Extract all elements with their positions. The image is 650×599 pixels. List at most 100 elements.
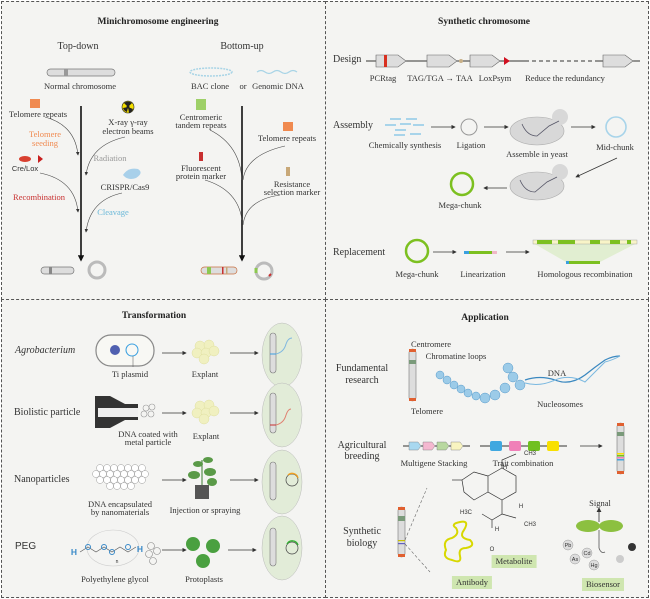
bottom-up-label: Bottom-up <box>220 41 264 52</box>
homologous-label: Homologous recombination <box>537 269 633 279</box>
stress-icons <box>616 543 636 563</box>
nanoparticles-label: Nanoparticles <box>14 474 70 485</box>
linearization-label: Linearization <box>460 269 506 279</box>
reduce-redundancy-label: Reduce the redundancy <box>525 73 605 83</box>
codon-swap-dot <box>459 59 463 63</box>
signal-label: Signal <box>589 498 611 508</box>
mega-chunk-icon <box>449 171 475 197</box>
homologous-recombination-icon <box>532 239 638 264</box>
protoplasts-label: Protoplasts <box>185 574 223 584</box>
gene-gun-icon <box>95 396 138 428</box>
radiation-label: Radiation <box>93 153 127 163</box>
agricultural-label-2: breeding <box>344 451 380 462</box>
telomere-repeats-right-icon <box>283 122 293 131</box>
metal-pb: Pb <box>564 543 572 549</box>
assemble-yeast-label: Assemble in yeast <box>506 149 568 159</box>
loxpsym-label: LoxPsym <box>478 73 512 83</box>
peg-molecule-icon <box>79 529 161 567</box>
explant-icon <box>191 339 220 365</box>
dna-encapsulated-label: DNA encapsulated <box>88 499 152 509</box>
metabolite-h-1: H <box>502 465 508 471</box>
dna-coated-label-2: metal particle <box>124 437 172 447</box>
resistance-label: Resistance <box>273 179 311 189</box>
fundamental-label: Fundamental <box>335 363 389 374</box>
cre-lox-icon <box>19 155 43 163</box>
chromatine-loops-label: Chromatine loops <box>425 351 487 361</box>
ligation-circle-icon <box>460 118 478 136</box>
metal-cd: Cd <box>583 551 591 557</box>
chromosome-synbio-icon <box>397 506 406 558</box>
plant-icon <box>188 457 217 499</box>
metabolite-h-3: H <box>518 504 524 510</box>
centromeric-label-2: tandem repeats <box>175 120 227 130</box>
bac-clone-icon <box>189 67 233 77</box>
metabolite-h-2: H <box>494 527 500 533</box>
explant-label: Explant <box>191 369 219 379</box>
nanomaterial-hex-icon <box>92 464 149 490</box>
agrobacterium-label: Agrobacterium <box>15 345 76 356</box>
chromosome-fundamental-icon <box>408 348 417 402</box>
recombination-label: Recombination <box>13 192 65 202</box>
centromere-label: Centromere <box>410 339 452 349</box>
injection-label: Injection or spraying <box>169 505 241 515</box>
cleavage-label: Cleavage <box>97 207 129 217</box>
bac-clone-label: BAC clone <box>190 81 230 91</box>
fundamental-label-2: research <box>345 375 379 386</box>
mid-chunk-icon <box>605 116 627 138</box>
synthetic-biology-label: Synthetic <box>343 526 381 537</box>
synthetic-fragments-icon <box>385 118 424 136</box>
trait-label: Trait combination <box>492 458 554 468</box>
assembly-label: Assembly <box>333 120 373 131</box>
yeast-cell-2-icon <box>509 164 568 201</box>
crispr-cas9-icon <box>123 168 141 179</box>
design-label: Design <box>333 54 362 65</box>
crispr-label: CRISPR/Cas9 <box>100 182 150 192</box>
codon-from: TAG/TGA <box>407 73 444 83</box>
telomere-seeding-label-2: seeding <box>32 138 58 148</box>
mega-chunk-2-label: Mega-chunk <box>395 269 439 279</box>
metal-hg: Hg <box>590 563 598 569</box>
genomic-dna-icon <box>256 69 298 75</box>
transformed-cell-nano-icon <box>261 449 303 515</box>
application-panel <box>325 299 649 598</box>
metabolite-label: Metabolite <box>491 555 537 568</box>
gene-block-3 <box>469 54 501 68</box>
transformed-cell-biolistic-icon <box>261 382 303 448</box>
transformed-cell-peg-icon <box>261 515 303 581</box>
peg-n: n <box>115 559 119 565</box>
peg-h-right: H <box>136 544 144 554</box>
chromosome-breeding-icon <box>616 422 625 475</box>
pcrtag-label: PCRtag <box>369 73 397 83</box>
gene-block-pcrtag <box>375 54 407 68</box>
codon-swap-label: TAG/TGA → TAA <box>407 73 473 83</box>
engineered-linear-minichromosome-icon <box>40 266 75 275</box>
panel-title-minichromosome: Minichromosome engineering <box>97 17 219 27</box>
ti-plasmid-label: Ti plasmid <box>111 369 149 379</box>
mid-chunk-label: Mid-chunk <box>596 142 634 152</box>
dna-coated-label: DNA coated with <box>118 429 178 439</box>
explant-2-label: Explant <box>192 431 220 441</box>
top-down-label: Top-down <box>57 41 99 52</box>
radiation-icon <box>121 100 135 114</box>
loxpsym-icon <box>504 57 510 65</box>
metal-particles-icon <box>140 403 156 418</box>
linearized-chunk-icon <box>464 251 497 254</box>
minichromosome-panel <box>1 1 326 300</box>
biosensor-label: Biosensor <box>582 578 624 591</box>
gene-block-4 <box>602 54 634 68</box>
panel-title-transformation: Transformation <box>121 311 187 321</box>
metabolite-ch3-top: CH3 <box>523 451 537 457</box>
panel-title-synthetic: Synthetic chromosome <box>438 17 530 27</box>
biosensor-plant-icon <box>576 507 623 553</box>
radiation-source-label: X-ray γ-ray <box>108 117 148 127</box>
peg-h-left: H <box>70 547 78 557</box>
telomere-seeding-label: Telomere <box>29 129 61 139</box>
fluorescent-marker-icon <box>199 152 203 161</box>
fluorescent-label: Fluorescent <box>181 163 221 173</box>
mega-chunk-2-icon <box>404 238 430 264</box>
genomic-dna-label: Genomic DNA <box>252 81 304 91</box>
centromeric-repeats-icon <box>196 99 206 110</box>
panel-title-application: Application <box>461 313 509 323</box>
antibody-icon <box>443 520 474 563</box>
